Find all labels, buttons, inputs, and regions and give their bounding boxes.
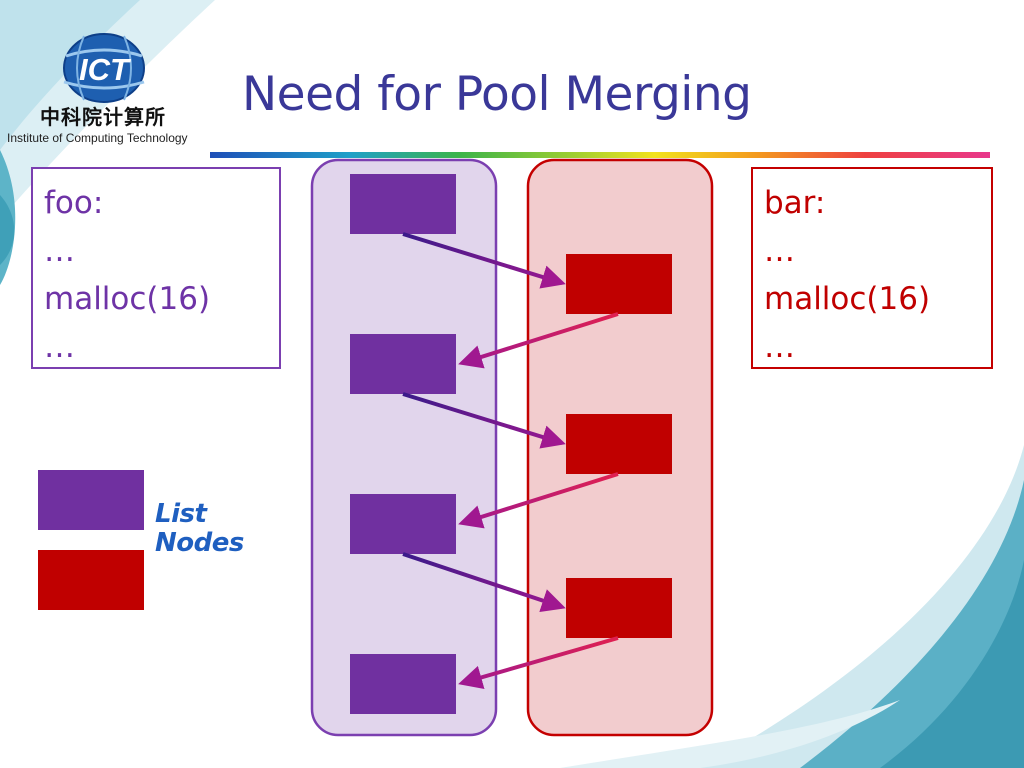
red-node bbox=[566, 578, 672, 638]
purple-node bbox=[350, 654, 456, 714]
code-line: … bbox=[764, 233, 795, 269]
bar-code-box: bar: … malloc(16) … bbox=[751, 167, 993, 369]
foo-code-box: foo: … malloc(16) … bbox=[31, 167, 281, 369]
slide-title: Need for Pool Merging bbox=[242, 67, 752, 122]
logo-mark-text: ICT bbox=[79, 52, 132, 87]
ict-logo-icon: ICT bbox=[63, 33, 145, 103]
legend-label: List Nodes bbox=[155, 500, 244, 558]
legend-purple-swatch bbox=[38, 470, 144, 530]
red-node bbox=[566, 254, 672, 314]
purple-node bbox=[350, 174, 456, 234]
rainbow-divider bbox=[210, 152, 990, 158]
legend-red-swatch bbox=[38, 550, 144, 610]
code-line: … bbox=[764, 329, 795, 365]
link-arrow bbox=[402, 552, 566, 613]
code-line: … bbox=[44, 233, 75, 269]
legend-label-line: List bbox=[155, 499, 207, 529]
logo-chinese-text: 中科院计算所 bbox=[40, 105, 166, 129]
link-arrow bbox=[458, 636, 619, 689]
link-arrow bbox=[402, 232, 566, 289]
legend-label-line: Nodes bbox=[155, 528, 244, 558]
code-line: malloc(16) bbox=[764, 281, 931, 317]
link-arrow bbox=[402, 392, 566, 449]
purple-node bbox=[350, 334, 456, 394]
purple-pool bbox=[310, 158, 498, 737]
red-node bbox=[566, 414, 672, 474]
link-arrow bbox=[458, 312, 619, 369]
code-line: foo: bbox=[44, 185, 104, 221]
purple-node bbox=[350, 494, 456, 554]
code-line: … bbox=[44, 329, 75, 365]
code-line: bar: bbox=[764, 185, 826, 221]
logo-english-text: Institute of Computing Technology bbox=[7, 131, 188, 145]
code-line: malloc(16) bbox=[44, 281, 211, 317]
link-arrow bbox=[458, 472, 619, 529]
